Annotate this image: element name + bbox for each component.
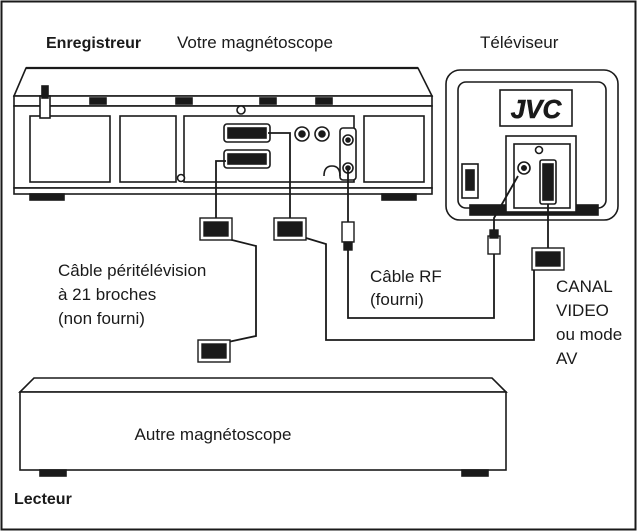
player-title: Lecteur — [14, 491, 72, 508]
scart-cable-tv-run — [305, 237, 535, 341]
tv-brand-logo: JVC — [511, 94, 563, 124]
other-vcr — [18, 377, 508, 477]
television — [445, 69, 619, 221]
recorder-vcr — [12, 66, 434, 201]
recorder-subtitle: Votre magnétoscope — [177, 33, 333, 52]
scart-plug-other-vcr — [197, 339, 231, 363]
channel-note-3: ou mode — [556, 325, 622, 344]
scart-cable-recorder-tv — [268, 132, 291, 218]
scart-cable-label-2: à 21 broches — [58, 285, 156, 304]
rf-cable-label-1: Câble RF — [370, 267, 442, 286]
scart-cable-label-1: Câble péritélévision — [58, 261, 206, 280]
cables — [215, 132, 549, 343]
other-vcr-label: Autre magnétoscope — [135, 425, 292, 444]
channel-note-1: CANAL — [556, 277, 613, 296]
rf-cable — [347, 250, 495, 319]
channel-note-4: AV — [556, 349, 578, 368]
scart-cable-label-3: (non fourni) — [58, 309, 145, 328]
scart-plug-tv — [531, 247, 565, 271]
scart-cable-other-vcr — [223, 237, 257, 343]
scart-plug-left-top — [199, 217, 233, 241]
tv-title: Téléviseur — [480, 33, 559, 52]
channel-note-2: VIDEO — [556, 301, 609, 320]
rf-cable-label-2: (fourni) — [370, 290, 424, 309]
scart-cable-recorder-out — [215, 160, 226, 218]
rf-plug-vcr — [341, 221, 355, 251]
rf-plug-tv — [487, 229, 501, 255]
scart-plug-right-top — [273, 217, 307, 241]
recorder-title: Enregistreur — [46, 35, 141, 52]
